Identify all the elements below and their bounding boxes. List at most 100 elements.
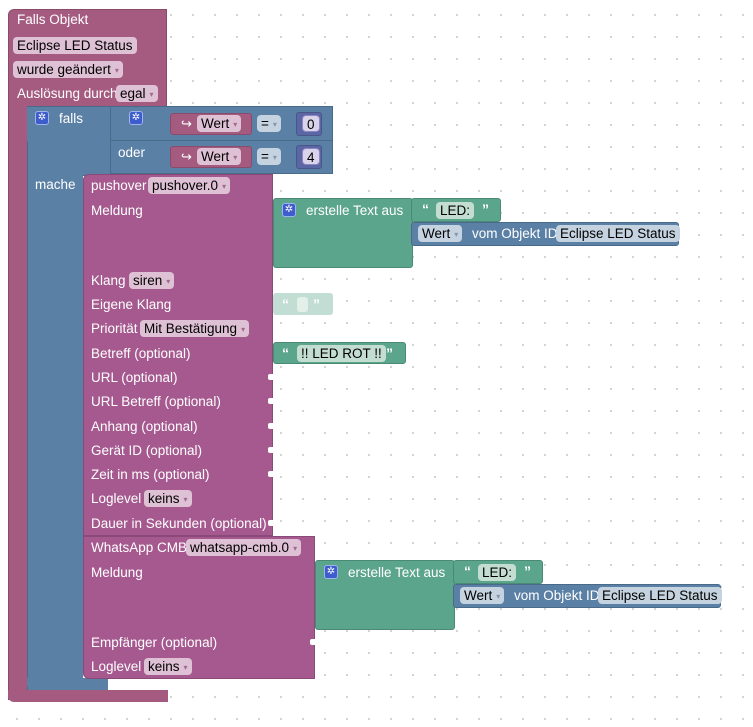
input-socket-recipient[interactable] [310,639,318,645]
operator-dropdown[interactable]: =▾ [257,115,281,132]
do-label: mache [35,177,76,192]
text-literal-input[interactable]: LED: [478,564,517,581]
if-block-inner-divider [110,106,111,174]
open-quote-icon: “ [282,296,289,312]
input-socket-time[interactable] [268,471,276,477]
pushover-duration-label: Dauer in Sekunden (optional) [91,516,267,531]
number-input[interactable]: 0 [302,115,320,132]
pushover-loglevel-dropdown[interactable]: keins▾ [144,490,192,507]
text-join-label: erstelle Text aus [348,565,446,580]
object-field-value: Wert [422,226,451,241]
if-block-bottom [27,678,108,690]
pushover-message-label: Meldung [91,203,143,218]
variable-arrow-icon: ↪ [181,116,192,131]
trigger-block-spine [8,100,27,700]
object-id-label: vom Objekt ID [472,226,558,241]
or-mutator-gear-icon[interactable]: ✲ [129,111,143,125]
object-field-dropdown[interactable]: Wert▾ [460,587,505,604]
chevron-down-icon: ▾ [233,152,238,162]
trigger-by-dropdown[interactable]: egal▾ [116,85,158,102]
chevron-down-icon: ▾ [241,324,246,334]
close-quote-icon: ” [482,201,489,217]
object-id-field[interactable]: Eclipse LED Status [598,587,722,604]
empty-text-input[interactable] [297,297,308,312]
pushover-priority-label: Priorität [91,321,138,336]
trigger-object-id: Eclipse LED Status [17,38,133,53]
text-join-label: erstelle Text aus [306,203,404,218]
whatsapp-label: WhatsApp CMB [91,540,188,555]
text-literal-input[interactable]: LED: [436,202,475,219]
pushover-url-label: URL (optional) [91,370,178,385]
chevron-down-icon: ▾ [496,591,501,601]
pushover-custom-sound-label: Eigene Klang [91,297,172,312]
or-label: oder [118,145,146,160]
object-field-dropdown[interactable]: Wert▾ [418,225,463,242]
pushover-time-label: Zeit in ms (optional) [91,467,210,482]
operator-dropdown[interactable]: =▾ [257,148,281,165]
variable-arrow-icon: ↪ [181,149,192,164]
close-quote-icon: ” [386,345,393,361]
chevron-down-icon: ▾ [233,119,238,129]
close-quote-icon: ” [313,296,320,312]
whatsapp-instance-dropdown[interactable]: whatsapp-cmb.0▾ [186,539,302,556]
object-field-value: Wert [464,588,493,603]
input-socket-url[interactable] [268,374,276,380]
variable-value: Wert [201,116,230,131]
whatsapp-instance-value: whatsapp-cmb.0 [190,540,290,555]
pushover-instance-dropdown[interactable]: pushover.0▾ [148,177,231,194]
if-label: falls [59,111,84,126]
pushover-url-subject-label: URL Betreff (optional) [91,394,221,409]
whatsapp-loglevel-label: Loglevel [91,659,142,674]
input-socket-device[interactable] [268,447,276,453]
if-mutator-gear-icon[interactable]: ✲ [35,111,49,125]
chevron-down-icon: ▾ [293,543,298,553]
input-socket-duration[interactable] [268,520,276,526]
variable-dropdown[interactable]: Wert▾ [197,148,242,165]
object-id-field[interactable]: Eclipse LED Status [556,225,680,242]
open-quote-icon: “ [464,563,471,579]
input-socket-url-subject[interactable] [268,398,276,404]
pushover-label: pushover [91,178,147,193]
whatsapp-message-label: Meldung [91,565,143,580]
trigger-condition-dropdown[interactable]: wurde geändert▾ [13,61,123,78]
pushover-sound-label: Klang [91,273,126,288]
input-socket-attachment[interactable] [268,423,276,429]
chevron-down-icon: ▾ [183,662,188,672]
whatsapp-block[interactable] [83,536,315,679]
pushover-instance-value: pushover.0 [152,178,219,193]
chevron-down-icon: ▾ [183,494,188,504]
text-join-gear-icon[interactable]: ✲ [324,565,338,579]
pushover-loglevel-value: keins [148,491,180,506]
pushover-sound-value: siren [133,273,163,288]
pushover-sound-dropdown[interactable]: siren▾ [129,272,175,289]
subject-text-input[interactable]: !! LED ROT !! [297,345,386,362]
pushover-loglevel-label: Loglevel [91,491,142,506]
whatsapp-loglevel-dropdown[interactable]: keins▾ [144,658,192,675]
if-block-spine [27,174,83,690]
text-join-gear-icon[interactable]: ✲ [282,203,296,217]
chevron-down-icon: ▾ [114,65,119,75]
pushover-attachment-label: Anhang (optional) [91,419,198,434]
close-quote-icon: ” [524,563,531,579]
pushover-block[interactable] [83,174,273,536]
chevron-down-icon: ▾ [272,152,277,162]
trigger-block-bottom [8,690,168,702]
chevron-down-icon: ▾ [149,89,154,99]
pushover-priority-dropdown[interactable]: Mit Bestätigung▾ [140,320,250,337]
number-input[interactable]: 4 [302,148,320,165]
object-id-label: vom Objekt ID [514,588,600,603]
trigger-by-label: Auslösung durch [17,86,118,101]
operator-value: = [261,116,269,131]
trigger-title: Falls Objekt [17,12,89,27]
chevron-down-icon: ▾ [166,276,171,286]
whatsapp-recipient-label: Empfänger (optional) [91,635,218,650]
open-quote-icon: “ [282,345,289,361]
text-join-block[interactable] [315,560,455,630]
pushover-device-label: Gerät ID (optional) [91,443,203,458]
trigger-condition-value: wurde geändert [17,62,111,77]
pushover-subject-label: Betreff (optional) [91,346,191,361]
variable-dropdown[interactable]: Wert▾ [197,115,242,132]
chevron-down-icon: ▾ [454,229,459,239]
chevron-down-icon: ▾ [272,119,277,129]
trigger-object-id-field[interactable]: Eclipse LED Status [13,37,137,54]
